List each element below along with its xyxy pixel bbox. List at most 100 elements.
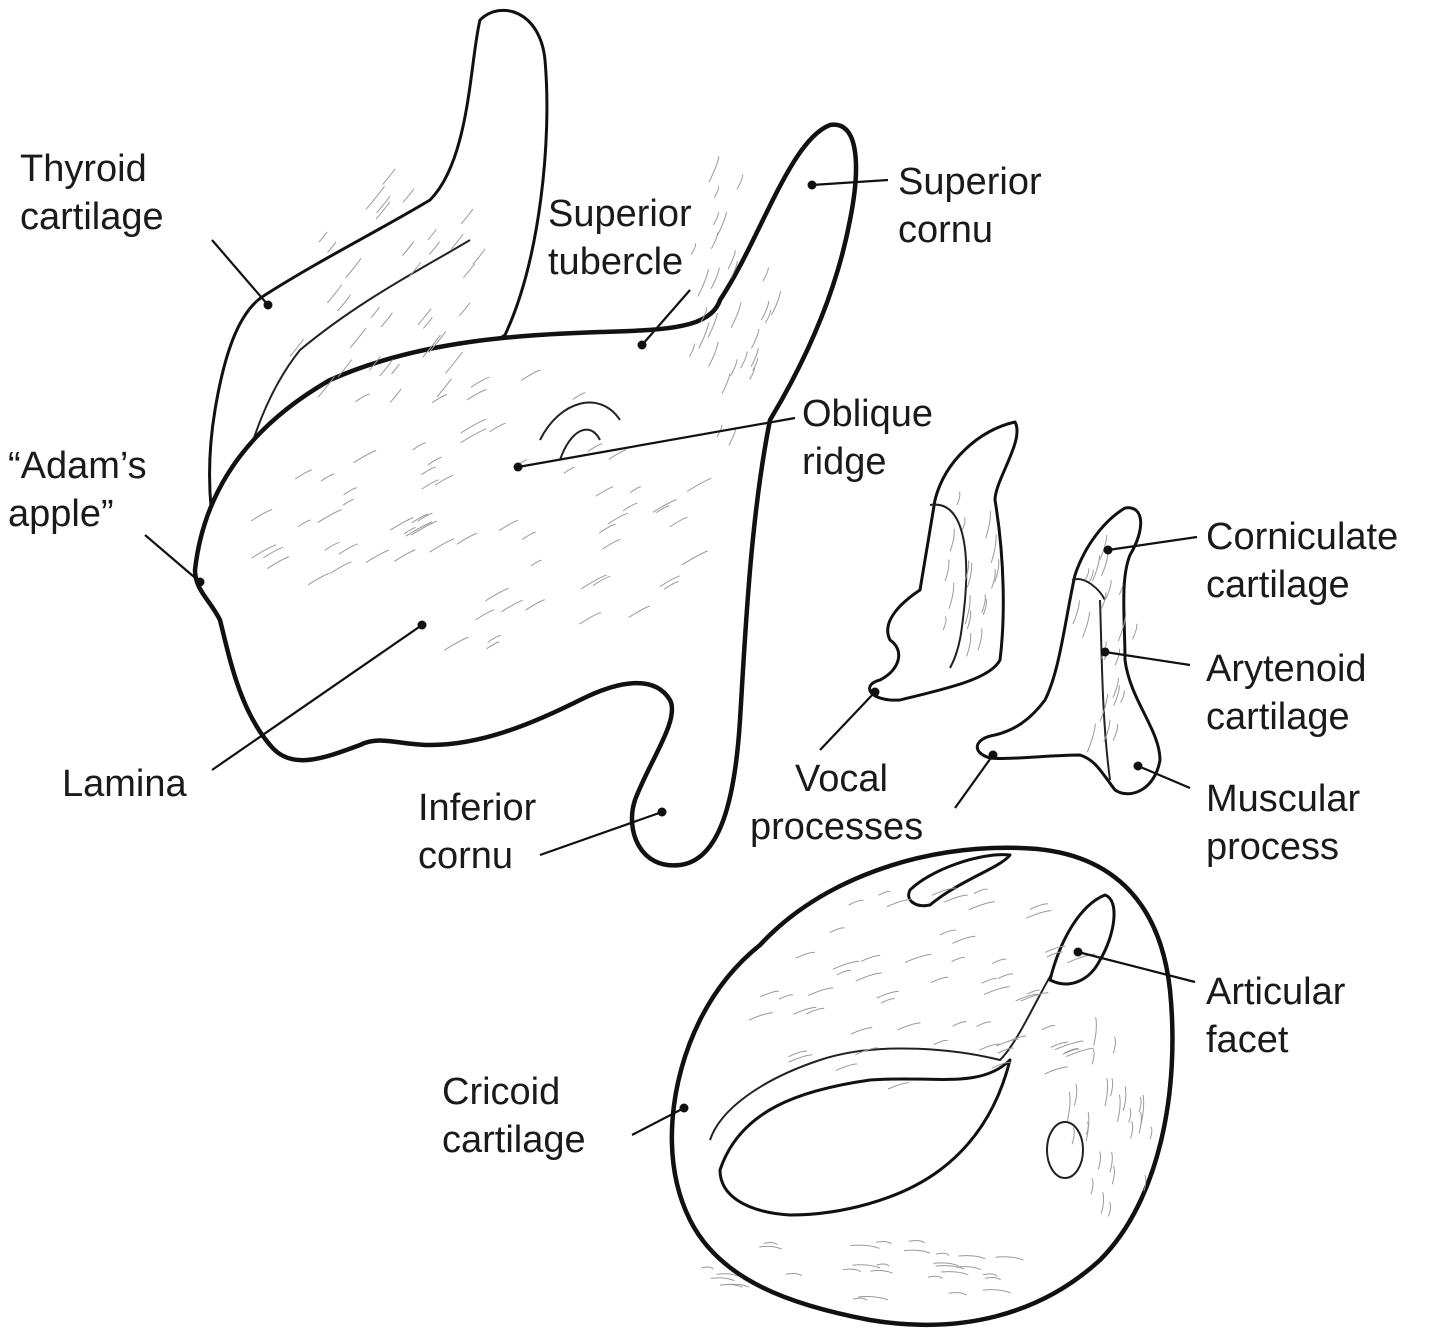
shading-stroke bbox=[904, 1249, 931, 1254]
shading-stroke bbox=[1110, 1078, 1114, 1097]
shading-stroke bbox=[762, 267, 769, 282]
shading-stroke bbox=[760, 301, 770, 321]
shading-stroke bbox=[748, 1012, 773, 1021]
shading-stroke bbox=[979, 1043, 1000, 1051]
shading-stroke bbox=[736, 174, 744, 190]
shading-stroke bbox=[475, 609, 495, 621]
shading-stroke bbox=[327, 241, 337, 253]
shading-stroke bbox=[628, 605, 650, 618]
shading-stroke bbox=[337, 359, 353, 378]
shading-stroke bbox=[663, 581, 679, 590]
shading-stroke bbox=[686, 477, 712, 492]
shading-stroke bbox=[1085, 1121, 1089, 1135]
shading-stroke bbox=[1113, 685, 1120, 706]
shading-stroke bbox=[629, 486, 641, 494]
shading-stroke bbox=[417, 512, 433, 522]
shading-stroke bbox=[991, 958, 1007, 965]
shading-stroke bbox=[939, 929, 957, 936]
shading-stroke bbox=[940, 1271, 969, 1276]
shading-stroke bbox=[1026, 989, 1040, 995]
shading-stroke bbox=[379, 359, 394, 377]
shading-stroke bbox=[1117, 614, 1127, 642]
shading-stroke bbox=[1105, 580, 1112, 599]
shading-stroke bbox=[1029, 903, 1049, 910]
shading-stroke bbox=[935, 1252, 950, 1256]
shading-stroke bbox=[652, 499, 677, 513]
shading-stroke bbox=[1138, 1096, 1142, 1113]
shading-stroke bbox=[949, 528, 955, 552]
shading-stroke bbox=[607, 512, 628, 525]
shading-stroke bbox=[852, 1297, 868, 1301]
shading-stroke bbox=[931, 887, 957, 896]
shading-stroke bbox=[402, 241, 415, 256]
shading-stroke bbox=[417, 308, 432, 326]
shading-stroke bbox=[460, 208, 474, 225]
shading-stroke bbox=[961, 517, 966, 530]
shading-stroke bbox=[1072, 600, 1080, 625]
shading-stroke bbox=[854, 1047, 878, 1056]
shading-stroke bbox=[981, 593, 986, 613]
shading-stroke bbox=[933, 1262, 960, 1267]
shading-stroke bbox=[365, 185, 385, 210]
shading-stroke bbox=[402, 188, 415, 203]
shading-stroke bbox=[1128, 1108, 1132, 1123]
shading-stroke bbox=[870, 1270, 893, 1274]
shading-stroke bbox=[995, 1038, 1019, 1047]
shading-stroke bbox=[1122, 1086, 1127, 1112]
thyroid-right-lamina bbox=[192, 122, 859, 868]
shading-stroke bbox=[982, 598, 987, 616]
shading-stroke bbox=[875, 1240, 892, 1245]
shading-stroke bbox=[343, 487, 357, 496]
shading-stroke bbox=[345, 258, 362, 279]
shading-stroke bbox=[690, 243, 697, 256]
shading-stroke bbox=[712, 212, 719, 226]
shading-stroke bbox=[710, 1277, 735, 1282]
label-lamina: Lamina bbox=[62, 763, 187, 805]
shading-stroke bbox=[855, 972, 882, 982]
shading-stroke bbox=[572, 392, 586, 401]
shading-stroke bbox=[964, 560, 970, 581]
shading-stroke bbox=[1099, 693, 1109, 722]
leader-muscular-process bbox=[1137, 764, 1191, 790]
dot-superior-tubercle bbox=[637, 340, 647, 350]
shading-stroke bbox=[750, 348, 759, 367]
shading-stroke bbox=[716, 211, 727, 236]
shading-stroke bbox=[778, 994, 794, 1000]
shading-stroke bbox=[563, 466, 575, 474]
shading-stroke bbox=[431, 394, 448, 404]
label-arytenoid-cartilage: Arytenoid cartilage bbox=[1206, 648, 1367, 738]
shading-stroke bbox=[421, 466, 436, 476]
shading-stroke bbox=[807, 987, 834, 997]
label-muscular-process: Muscular process bbox=[1206, 778, 1361, 868]
shading-stroke bbox=[982, 1289, 1011, 1294]
shading-stroke bbox=[952, 935, 976, 944]
shading-stroke bbox=[713, 186, 720, 198]
shading-stroke bbox=[994, 559, 1000, 583]
shading-stroke bbox=[250, 508, 273, 522]
leader-articular-facet bbox=[1077, 950, 1196, 984]
leader-adams-apple bbox=[144, 534, 201, 583]
leader-superior-cornu bbox=[811, 178, 889, 187]
shading-stroke bbox=[329, 561, 352, 574]
shading-stroke bbox=[444, 636, 469, 651]
shading-stroke bbox=[997, 1047, 1014, 1054]
shading-stroke bbox=[829, 927, 845, 933]
shading-stroke bbox=[904, 953, 932, 963]
shading-stroke bbox=[602, 538, 621, 550]
shading-stroke bbox=[966, 633, 972, 657]
shading-stroke bbox=[1081, 611, 1090, 638]
shading-stroke bbox=[721, 373, 731, 394]
shading-stroke bbox=[1138, 1111, 1142, 1134]
dot-muscular-process bbox=[1133, 761, 1143, 771]
shading-stroke bbox=[764, 309, 771, 324]
shading-stroke bbox=[1100, 592, 1107, 611]
shading-stroke bbox=[770, 291, 782, 316]
shading-stroke bbox=[389, 388, 402, 403]
shading-stroke bbox=[1143, 1174, 1147, 1192]
shading-stroke bbox=[487, 634, 501, 643]
shading-stroke bbox=[320, 473, 335, 482]
shading-stroke bbox=[1092, 555, 1101, 582]
shading-stroke bbox=[984, 1276, 1002, 1281]
shading-stroke bbox=[421, 479, 439, 490]
shading-stroke bbox=[445, 351, 463, 374]
